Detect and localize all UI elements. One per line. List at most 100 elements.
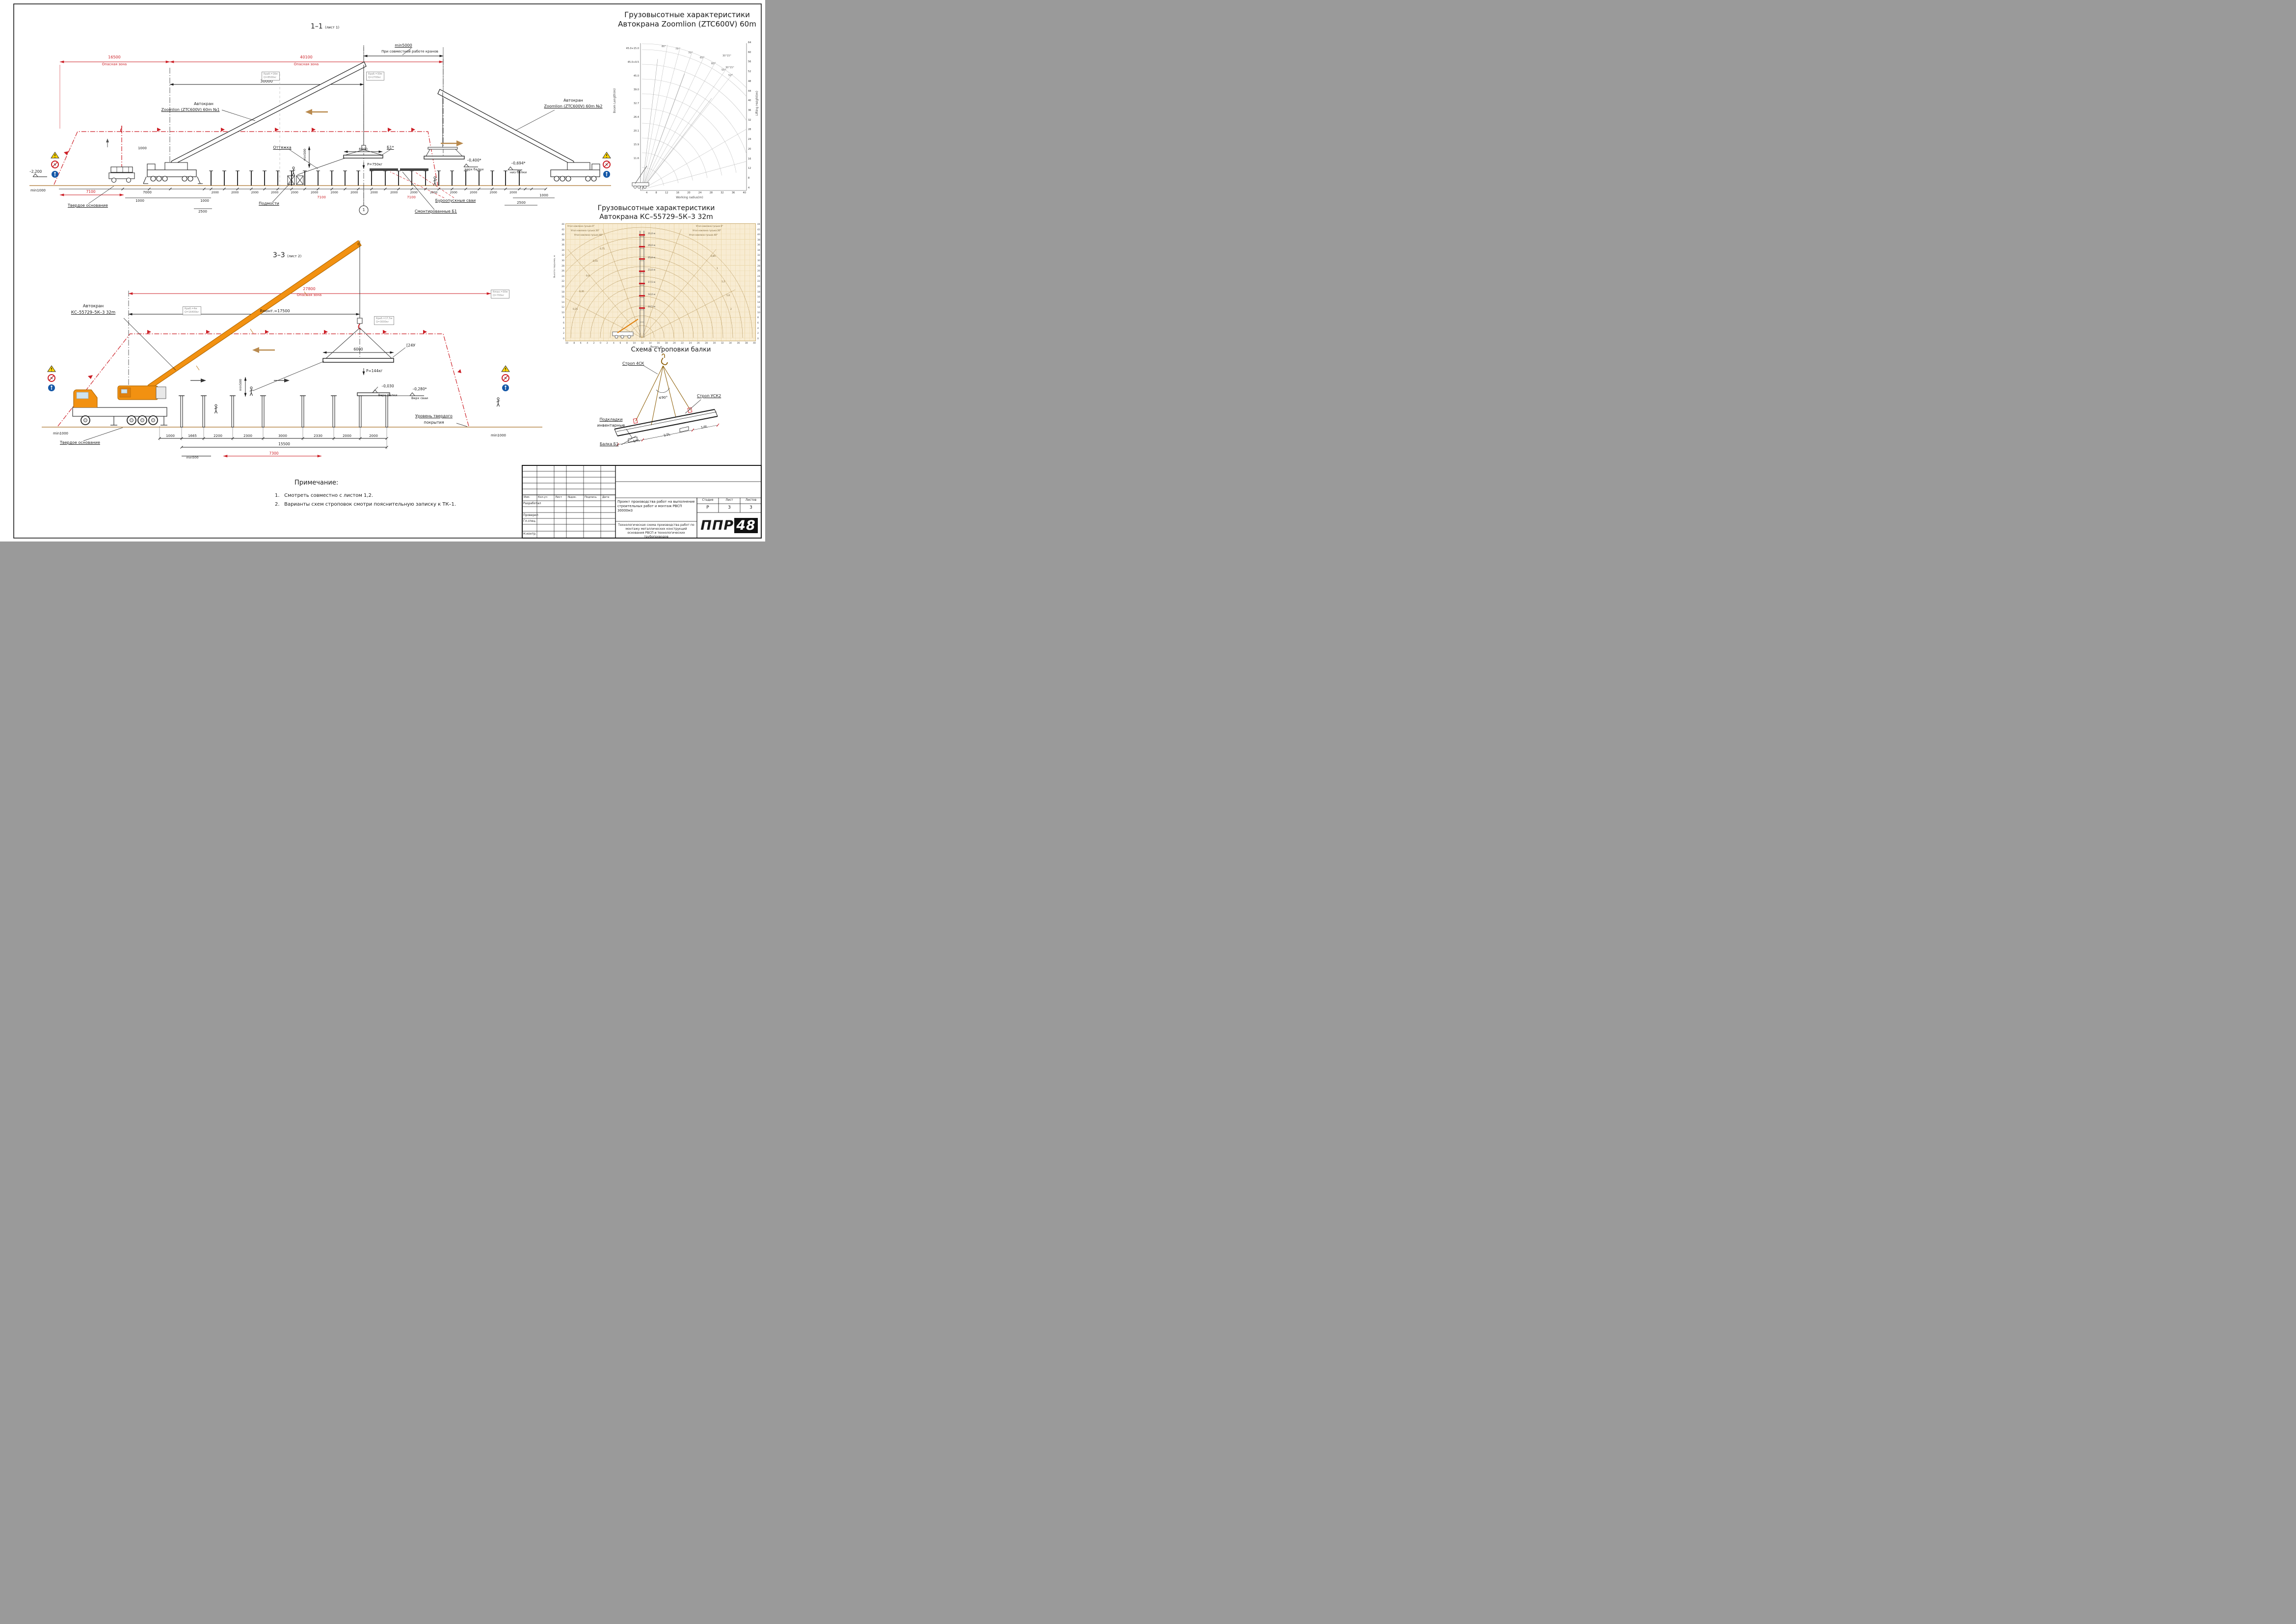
- ks-axis-left-label: Высота подъема, м: [554, 255, 556, 278]
- tb-stage-header: Стадия: [702, 498, 714, 502]
- crane-zoomlion-1: [143, 61, 383, 184]
- dim-30000: 30000: [260, 79, 273, 83]
- joint-work-note: При совместной работе кранов: [381, 50, 438, 54]
- ks-chart-crane-icon: [612, 319, 639, 339]
- delivery-truck: [108, 166, 135, 183]
- pads-label-2: инвентарные: [597, 423, 625, 428]
- crane-ks55729: [72, 240, 394, 426]
- elev-pile-note-33: Верх сваи: [411, 396, 428, 400]
- tb-sheet-header: Лист: [725, 498, 733, 502]
- ks-corner-tl-2: Угол наклона гуська 20°: [571, 230, 600, 232]
- crane-ks-label-2: КС–55729–5К–3 32m: [71, 310, 116, 315]
- ks-chart-title-2: Автокрана КС–55729–5К–3 32m: [599, 213, 713, 221]
- solid-base-33: Твердое основание: [60, 440, 100, 445]
- ks-load-2: 0,4: [586, 275, 590, 277]
- zoomlion-axis-left-label: Boom Length(m): [613, 88, 616, 113]
- ks-load-1: 0,35: [579, 291, 585, 293]
- danger-zone-label-2: Опасная зона: [294, 62, 319, 66]
- ks-load-3: 0,55: [593, 260, 598, 263]
- ks-corner-tl-3: Угол наклона гуська 40°: [574, 234, 603, 237]
- dim-2500-right: 2500: [517, 201, 526, 205]
- note-1: 1. Смотреть совместно с листом 1,2.: [275, 493, 374, 498]
- dim-7000: 7000: [143, 190, 152, 194]
- boom-31: 31,0 м: [648, 233, 655, 235]
- dim-1000-right: 1000: [539, 193, 548, 197]
- section-1-1-title: 1–1 (лист 1): [310, 23, 340, 30]
- sheet-frame: [13, 3, 762, 539]
- angle-3015-a: 30°15°: [722, 54, 731, 57]
- min1000-left-11: min1000: [30, 189, 46, 192]
- tb-col-koluch: Кол.уч: [538, 496, 548, 499]
- dim-27800: 27800: [303, 287, 316, 291]
- angle-75: 75°: [675, 48, 680, 51]
- beam-24u-label: [24У: [406, 343, 416, 348]
- dim33-1000: 1000: [166, 434, 175, 438]
- crane2-label-2: Zoomlion (ZTC600V) 60m №2: [544, 104, 603, 108]
- dim-min500-11: min500: [303, 149, 307, 161]
- ks-load-0: 0,25: [573, 308, 578, 311]
- dim33-2330: 2330: [314, 434, 322, 438]
- dim-1000-a: 1000: [138, 146, 147, 150]
- hard-level-1: Уровень твердого: [415, 414, 453, 418]
- note-2: 2. Варианты схем строповок смотри поясни…: [275, 502, 456, 507]
- dim-6000-11: 6000: [359, 147, 368, 151]
- title-block-linework: [522, 465, 762, 539]
- angle-3015-b: 30°15°: [725, 66, 734, 69]
- boom-25: 25,0 м: [648, 257, 655, 259]
- elev-beam-top: –0,400*: [467, 158, 481, 162]
- dim33-3000: 3000: [278, 434, 287, 438]
- grid-axis-1: [359, 186, 369, 215]
- dim-7100-mid1: 7100: [317, 195, 326, 199]
- scaffold-label: Подмости: [259, 201, 279, 206]
- dim-40100: 40100: [300, 55, 313, 59]
- tb-col-list: Лист: [555, 496, 562, 499]
- boom-17: 17,5 м: [648, 281, 655, 284]
- mounted-beams-label: Смонтированные Б1: [414, 209, 457, 214]
- section-3-3-linework: [42, 162, 542, 458]
- crane2-label-1: Автокран: [563, 98, 583, 103]
- zoomlion-axis-bottom-label: Working radius(m): [676, 196, 703, 199]
- elev-beam-bot: –0,694*: [511, 161, 526, 165]
- tb-role-razrabotal: Разработал: [523, 502, 541, 505]
- ks-corner-tr-2: Угол наклона гуська 20°: [693, 230, 721, 232]
- crane1-label-1: Автокран: [194, 102, 214, 106]
- dim-1000-c: 1000: [200, 199, 209, 203]
- tb-col-ndok: №док.: [568, 496, 577, 499]
- tb-stage-value: Р: [706, 505, 709, 510]
- ks-corner-tr-3: Угол наклона гуська 40°: [689, 234, 718, 237]
- sling-angle-label: ≤90°: [658, 396, 668, 400]
- dim-7100-mid2: 7100: [407, 195, 416, 199]
- tb-sheet-value: 3: [728, 505, 731, 510]
- angle-52: 52°: [728, 74, 733, 77]
- tb-project-text: Проект производства работ на выполнение …: [617, 500, 695, 513]
- ks-load-7: 1,2: [721, 281, 725, 283]
- sling-title: Схема строповки балки: [631, 346, 711, 353]
- danger-zone-label-1: Опасная зона: [102, 62, 127, 66]
- angle-55: 55°: [721, 69, 726, 72]
- beam-b1-label: Б1*: [387, 145, 394, 150]
- dim33-2000a: 2000: [343, 434, 351, 438]
- tb-sheets-header: Листов: [745, 498, 757, 502]
- ks-corner-tr-1: Угол наклона гуська 0°: [696, 225, 723, 228]
- pads-label-1: Подкладки: [599, 417, 623, 422]
- section-3-3-title: 3–3 (лист 2): [272, 251, 302, 259]
- dim33-2200: 2200: [214, 434, 222, 438]
- danger-zone-label-33: Опасная зона: [296, 293, 322, 297]
- direction-arrows-33: [190, 347, 290, 382]
- tb-role-nkontr: Н.контр.: [523, 532, 536, 536]
- ks-chart-title-1: Грузовысотные характеристики: [597, 204, 715, 212]
- dim33-2300: 2300: [243, 434, 252, 438]
- load-144: Р=144кг: [366, 369, 383, 373]
